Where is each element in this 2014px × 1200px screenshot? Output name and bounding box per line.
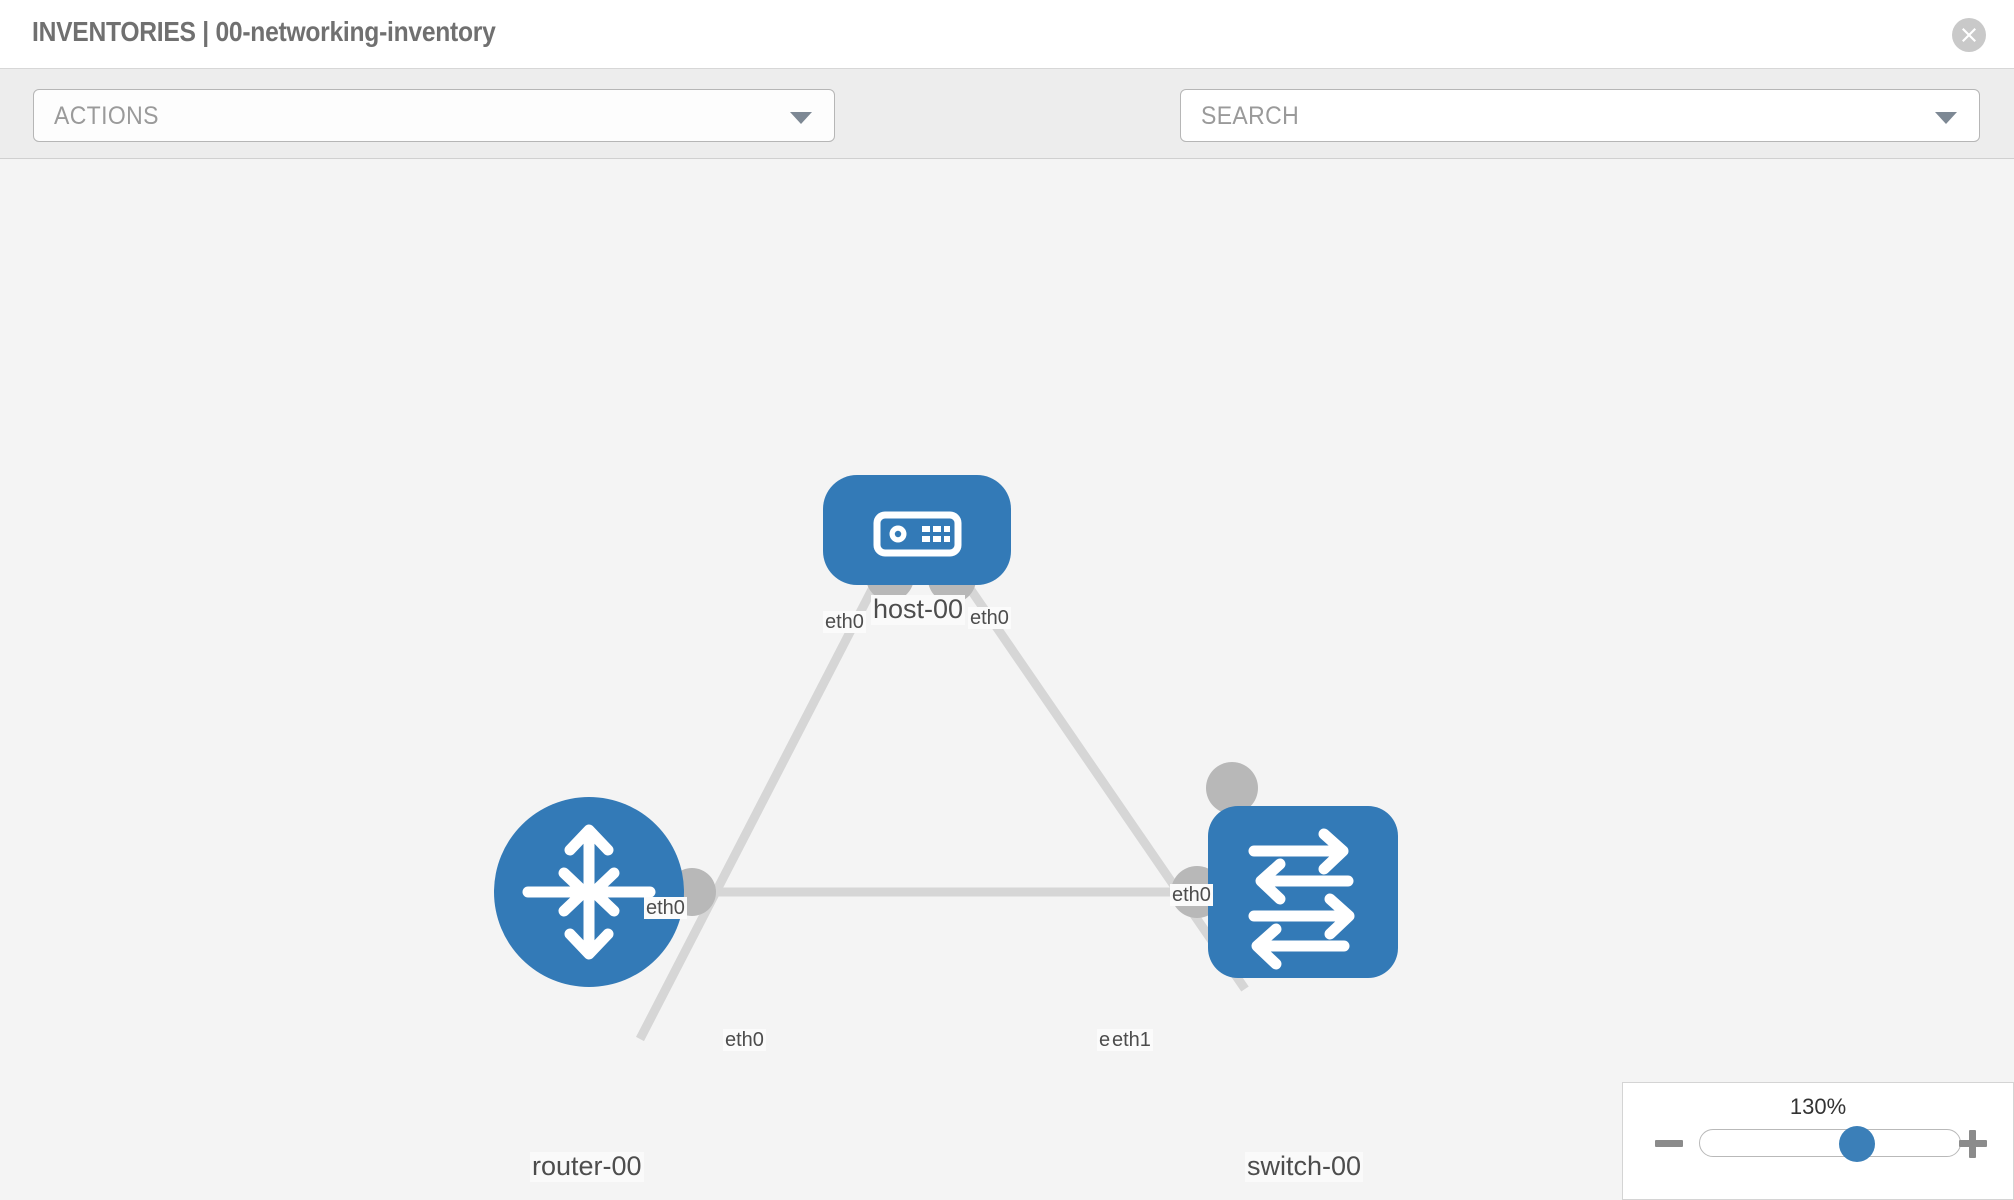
link-host00-switch00[interactable] xyxy=(956,571,1249,992)
iface-label-switch00-west-b: eth1 xyxy=(1110,1029,1153,1051)
chevron-down-icon[interactable] xyxy=(1935,112,1957,124)
node-label-switch-00: switch-00 xyxy=(1245,1151,1364,1182)
iface-label-router00-north: eth0 xyxy=(644,897,687,919)
switch-arrows-icon xyxy=(1248,828,1355,970)
topology-canvas[interactable]: eth0 eth0 eth0 eth0 eth0 eth0 eth1 host-… xyxy=(0,159,2014,1200)
page-header: INVENTORIES | 00-networking-inventory xyxy=(0,0,2014,69)
close-icon[interactable] xyxy=(1952,18,1986,52)
chevron-down-icon xyxy=(790,112,812,124)
iface-label-switch00-north: eth0 xyxy=(1170,884,1213,906)
iface-label-host00-right: eth0 xyxy=(968,607,1011,629)
node-host-00[interactable] xyxy=(823,475,1011,585)
topology-graph xyxy=(494,475,1398,1042)
actions-dropdown[interactable]: ACTIONS xyxy=(33,89,835,142)
zoom-slider-thumb[interactable] xyxy=(1838,1126,1875,1162)
topology-links xyxy=(636,571,1249,1042)
toolbar: ACTIONS xyxy=(0,69,2014,199)
server-icon xyxy=(873,511,962,557)
link-host00-router00[interactable] xyxy=(636,571,884,1042)
connector-switch00-north[interactable] xyxy=(1206,762,1258,814)
node-label-router-00: router-00 xyxy=(530,1151,644,1182)
search-placeholder: SEARCH xyxy=(1201,102,1300,130)
plus-icon[interactable] xyxy=(1959,1130,1987,1158)
page-title: INVENTORIES | 00-networking-inventory xyxy=(32,16,496,47)
iface-label-host00-left: eth0 xyxy=(823,611,866,633)
iface-label-router00-east: eth0 xyxy=(723,1029,766,1051)
zoom-level-value: 130% xyxy=(1789,1094,1847,1119)
node-label-host-00: host-00 xyxy=(871,594,966,625)
zoom-control-panel: 130% xyxy=(1622,1082,2014,1200)
node-switch-00[interactable] xyxy=(1208,806,1398,978)
actions-dropdown-label: ACTIONS xyxy=(54,102,159,130)
minus-icon[interactable] xyxy=(1655,1140,1683,1147)
zoom-slider-track[interactable] xyxy=(1699,1126,1961,1162)
router-arrows-icon xyxy=(522,824,656,960)
node-router-00[interactable] xyxy=(494,797,684,987)
search-input[interactable]: SEARCH xyxy=(1180,89,1980,142)
